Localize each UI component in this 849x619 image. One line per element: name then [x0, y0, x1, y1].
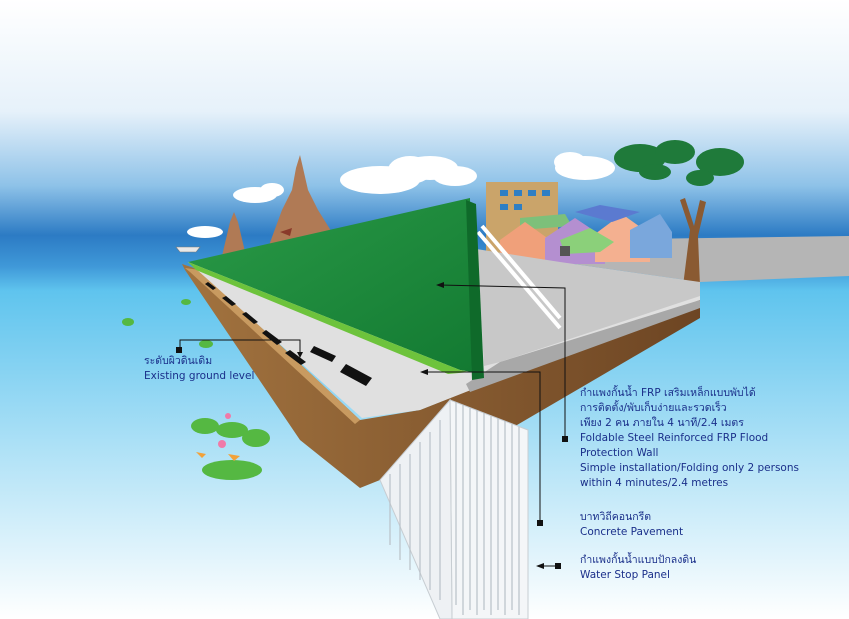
flood-wall-label: กำแพงกั้นน้ำ FRP เสริมเหล็กแบบพับได้ การ…	[580, 386, 799, 491]
flood-wall-en-4: within 4 minutes/2.4 metres	[580, 477, 729, 489]
water-stop-panel-th: กำแพงกั้นน้ำแบบปักลงดิน	[580, 554, 697, 566]
ground-level-label: ระดับผิวดินเดิม Existing ground level	[144, 354, 254, 384]
boat-icon	[175, 246, 201, 253]
cloud-icon	[187, 226, 223, 238]
cloud-icon	[233, 183, 284, 203]
ground-level-en: Existing ground level	[144, 370, 255, 382]
lotus-icon	[122, 299, 213, 348]
flood-wall-th-2: การติดตั้ง/พับเก็บง่ายและรวดเร็ว	[580, 402, 727, 414]
houses-icon	[486, 182, 672, 264]
frp-flood-wall	[188, 198, 472, 372]
pagoda-icon	[268, 155, 338, 248]
flood-wall-th-1: กำแพงกั้นน้ำ FRP เสริมเหล็กแบบพับได้	[580, 387, 756, 399]
flood-wall-en-2: Protection Wall	[580, 447, 659, 459]
water-stop-panel-label: กำแพงกั้นน้ำแบบปักลงดิน Water Stop Panel	[580, 553, 696, 583]
pagoda-icon	[222, 212, 246, 256]
cloud-icon	[554, 152, 615, 180]
flood-wall-th-3: เพียง 2 คน ภายใน 4 นาที/2.4 เมตร	[580, 417, 744, 429]
ground-level-th: ระดับผิวดินเดิม	[144, 355, 213, 367]
flood-wall-en-3: Simple installation/Folding only 2 perso…	[580, 462, 799, 474]
lotus-icon	[191, 413, 270, 480]
water-stop-panel-en: Water Stop Panel	[580, 569, 670, 581]
pavement-th: บาทวิถีคอนกรีต	[580, 511, 652, 523]
leader-arrowheads	[176, 282, 568, 569]
cloud-icon	[340, 156, 477, 194]
pavement-label: บาทวิถีคอนกรีต Concrete Pavement	[580, 510, 683, 540]
wall-supports	[476, 224, 562, 330]
curb-stripes	[205, 282, 372, 386]
leader-lines	[179, 284, 566, 567]
soil-embankment	[182, 264, 700, 488]
flood-wall-en-1: Foldable Steel Reinforced FRP Flood	[580, 432, 769, 444]
tree-icon	[614, 140, 744, 286]
pavement-en: Concrete Pavement	[580, 526, 684, 538]
